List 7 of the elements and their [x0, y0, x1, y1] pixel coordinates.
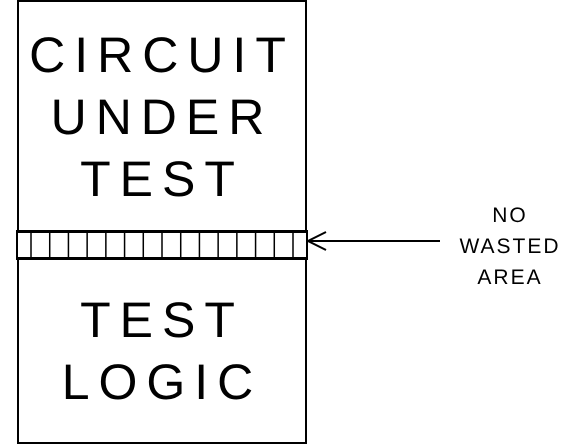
block-box — [17, 0, 307, 233]
block-box — [17, 257, 307, 444]
block-label: TEST LOGIC — [60, 290, 264, 412]
arrow — [307, 231, 440, 251]
connector-pin-strip — [16, 230, 308, 260]
annotation-text: NO WASTED AREA — [458, 202, 562, 290]
block-label: CIRCUIT UNDER TEST — [28, 26, 296, 208]
